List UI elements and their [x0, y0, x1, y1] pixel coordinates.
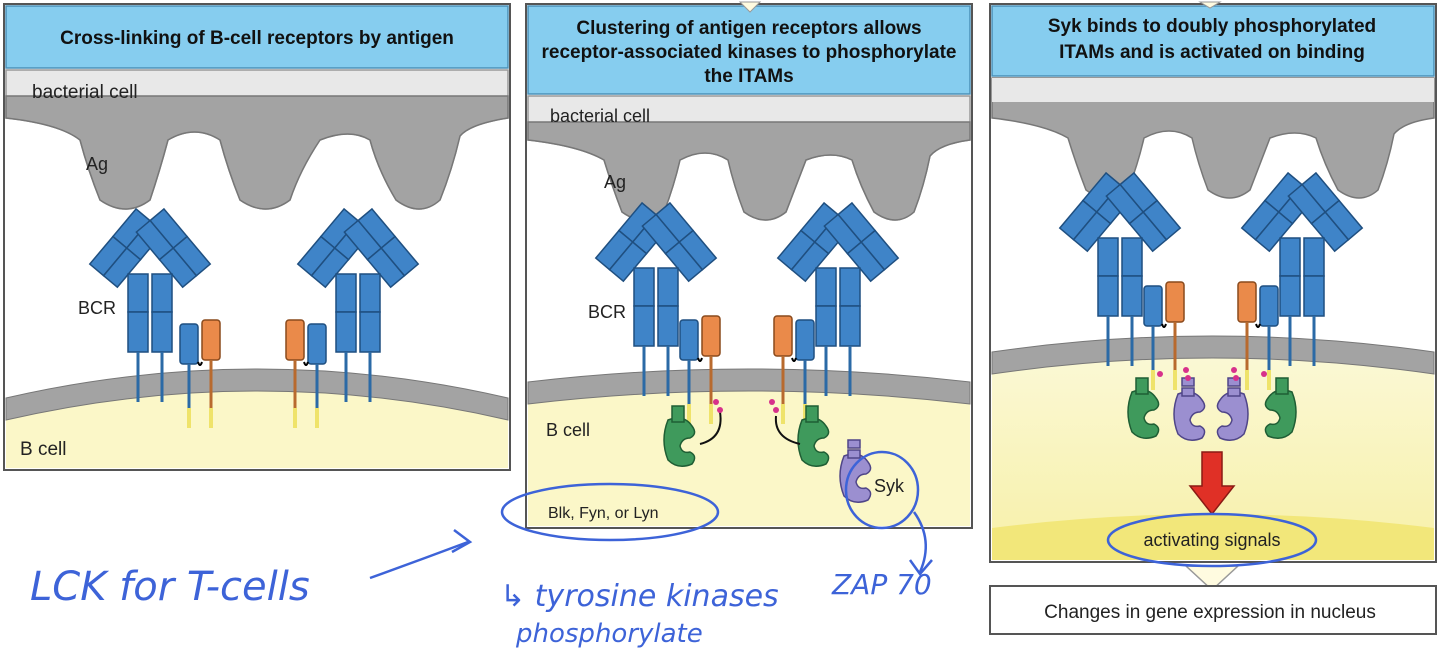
ag-label-2: Ag — [604, 172, 626, 192]
activating-signals-circle — [1106, 512, 1318, 568]
panel-1-title: Cross-linking of B-cell receptors by ant… — [60, 28, 454, 49]
b-cell-label-2: B cell — [546, 420, 590, 440]
zap-arrow — [912, 511, 927, 573]
zap-note: ZAP 70 — [831, 568, 932, 601]
phosphorylation-arrow-2b — [774, 415, 801, 445]
phospho-dot — [713, 399, 719, 405]
bacterial-cell-3 — [992, 78, 1434, 102]
panel-2-pointer — [738, 1, 762, 13]
panel-3-title-line-2: ITAMs and is activated on binding — [1059, 42, 1365, 63]
bacterial-cell-label-1: bacterial cell — [32, 82, 138, 103]
bacterial-membrane-2 — [527, 121, 971, 221]
phospho-dot — [1233, 375, 1239, 381]
panel-1-header — [5, 5, 509, 69]
b-cell-3 — [992, 336, 1434, 560]
panel-2-header — [527, 5, 971, 95]
zap-arrowhead — [908, 559, 933, 577]
phospho-dot — [1157, 371, 1163, 377]
tyrosine-note-line-1: ↳ tyrosine kinases — [500, 579, 779, 614]
phospho-dot — [769, 399, 775, 405]
phospho-dot — [1231, 367, 1237, 373]
phospho-dot — [1261, 371, 1267, 377]
lck-arrow — [369, 540, 469, 580]
phospho-dot — [1185, 375, 1191, 381]
nucleus-edge — [992, 514, 1434, 560]
lck-arrowhead — [451, 529, 473, 554]
handwritten-annotations: LCK for T-cells ↳ tyrosine kinases phosp… — [30, 450, 1318, 649]
lck-note: LCK for T-cells — [30, 564, 310, 610]
panel-3-title-line-1: Syk binds to doubly phosphorylated — [1048, 16, 1376, 37]
phospho-dot — [717, 407, 723, 413]
activating-signals-label: activating signals — [1143, 530, 1280, 550]
bacterial-membrane-1 — [5, 95, 509, 210]
panel-1: Cross-linking of B-cell receptors by ant… — [3, 3, 511, 471]
b-cell-label-1: B cell — [20, 439, 66, 460]
panel-3-pointer — [1198, 1, 1222, 9]
phospho-dot — [1183, 367, 1189, 373]
b-cell-membrane-2 — [527, 368, 971, 405]
bacterial-cell-label-2: bacterial cell — [550, 106, 650, 126]
signal-arrow — [1188, 451, 1236, 516]
phospho-dot — [773, 407, 779, 413]
panel-2: Clustering of antigen receptors allows r… — [525, 1, 973, 529]
panel-2-title-line-2: receptor-associated kinases to phosphory… — [542, 42, 957, 63]
bacterial-membrane-3 — [991, 77, 1435, 199]
panel-2-title-line-3: the ITAMs — [704, 66, 793, 87]
bcr-label-1: BCR — [78, 298, 116, 318]
panel-3-header — [991, 5, 1435, 77]
syk-circle — [844, 450, 920, 530]
b-cell-membrane-3 — [991, 335, 1435, 375]
ag-label-1: Ag — [86, 154, 108, 174]
gene-expression-box — [989, 585, 1437, 635]
kinases-circle — [500, 482, 720, 542]
b-cell-membrane-1 — [5, 368, 509, 421]
gene-expression-label: Changes in gene expression in nucleus — [1044, 602, 1376, 623]
panel-3: Syk binds to doubly phosphorylated ITAMs… — [989, 1, 1437, 635]
panel-2-title-line-1: Clustering of antigen receptors allows — [576, 18, 921, 39]
syk-label: Syk — [874, 476, 905, 496]
kinases-label: Blk, Fyn, or Lyn — [548, 505, 659, 522]
tyrosine-note-line-2: phosphorylate — [515, 619, 703, 649]
phosphorylation-arrow-2a — [699, 411, 722, 445]
bcr-label-2: BCR — [588, 302, 626, 322]
